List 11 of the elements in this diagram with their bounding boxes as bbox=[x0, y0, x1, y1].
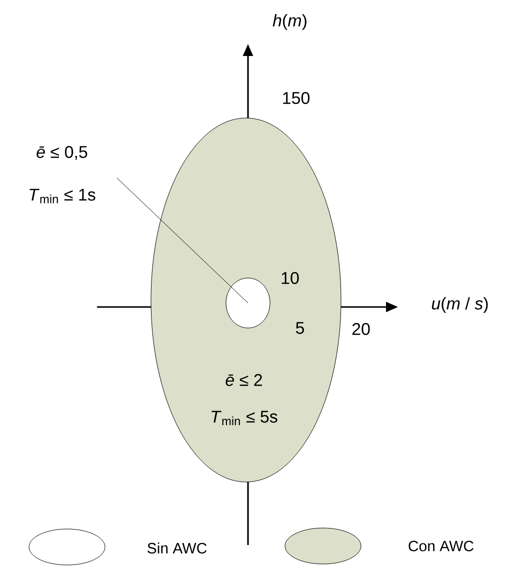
tick-label: 20 bbox=[352, 322, 370, 336]
axis-label: u(m / s) bbox=[432, 297, 488, 313]
tick-label: 5 bbox=[296, 322, 304, 334]
legend-label: Sin AWC bbox=[148, 542, 207, 554]
region-circle bbox=[226, 278, 270, 328]
leader-line bbox=[116, 178, 248, 304]
annotation-text: ē ≤ 0,5 T$_{min}$ ≤ 1s bbox=[30, 146, 96, 204]
tick-label: 10 bbox=[282, 272, 299, 284]
axis-label: h(m) bbox=[272, 14, 306, 30]
tick-label: 150 bbox=[283, 92, 310, 104]
legend-label: Con AWC bbox=[408, 540, 474, 552]
